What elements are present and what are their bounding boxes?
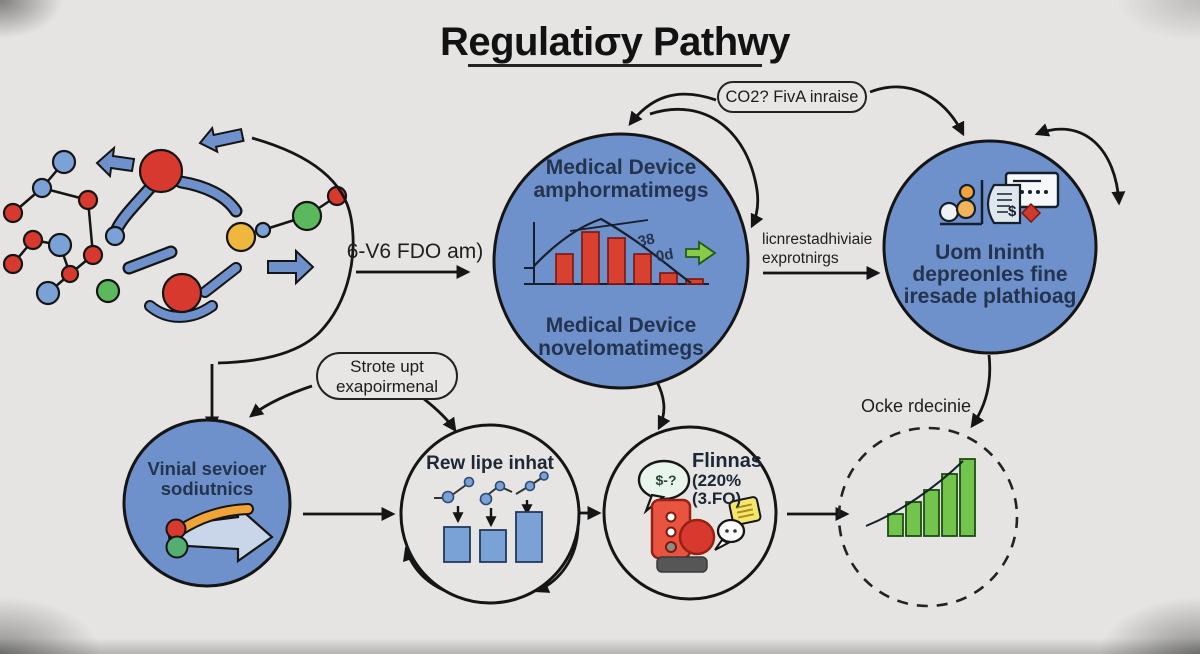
note-icon: [728, 496, 762, 526]
bar: [941, 473, 958, 537]
mini-molecule-glyphs: [434, 471, 549, 506]
invoice-doc-icon: $: [986, 183, 1022, 225]
chart-annotation-38: 38: [636, 230, 657, 251]
bar: [887, 513, 904, 537]
bar: [443, 526, 471, 563]
bar: [555, 253, 574, 285]
bar: [923, 489, 940, 537]
arrow-co2-to-right: [869, 85, 965, 137]
vinial-line2: sodiutnics: [160, 478, 254, 499]
licn-label: licnrestadhiviaie exprotnirgs: [762, 230, 872, 268]
bar: [581, 231, 600, 285]
co2-callout: CO2? FivA inraise: [717, 81, 867, 113]
bar: [479, 529, 507, 563]
center-node-title-top: Medical Device amphormatimegs: [496, 156, 746, 202]
ocke-trend-line: [865, 460, 964, 527]
down-arrows: [452, 500, 533, 528]
green-arrow-icon: [685, 240, 717, 266]
right-line3: iresade plathioag: [903, 285, 1077, 308]
arrow-right-to-ocke: [970, 354, 992, 429]
center-top-line2: amphormatimegs: [533, 179, 709, 202]
arrow-strote-to-vinial: [249, 384, 313, 418]
chat-bubble-icon: [714, 518, 746, 551]
ocke-chart-bars: [887, 458, 976, 537]
licn-line2: exprotnirgs: [762, 250, 839, 267]
bar: [659, 272, 678, 285]
vinial-line1: Vinial sevioer: [147, 458, 267, 479]
co2-callout-label: CO2? FivA inraise: [725, 88, 859, 106]
arc-molecule-to-bottom: [217, 136, 355, 365]
title-underline: [468, 64, 762, 67]
vinial-circle: [122, 418, 292, 588]
flinnas-line1: Flinnas: [692, 450, 763, 472]
bubble-glyphs: $-?: [655, 472, 677, 488]
block-arrow-right-icon: [267, 248, 315, 286]
page-title: Regulatiσy Pathwy: [439, 20, 791, 64]
right-line1: Uom Ininth: [935, 241, 1045, 264]
vinial-node: [122, 418, 292, 588]
people-icon: [938, 180, 984, 226]
flinnas-label: Flinnas (220% (3.FO): [692, 451, 762, 508]
strote-callout: Strote upt exapoirmenal: [316, 352, 458, 400]
chart-annotation-0d: 0d: [654, 245, 675, 266]
right-node-title: Uom Ininth depreonles fine iresade plath…: [878, 242, 1102, 308]
arrow-co2-to-center: [628, 92, 717, 126]
dollar-glyph: $: [1008, 203, 1017, 220]
molecule-nodes: [2, 148, 348, 314]
arc-around-center: [649, 108, 764, 229]
bar: [607, 237, 626, 285]
right-line2: depreonles fine: [912, 263, 1068, 286]
bar: [959, 458, 976, 537]
center-node-chart: [524, 217, 717, 285]
green-dot-icon: [165, 535, 189, 559]
rew-chart-bars: [443, 511, 543, 563]
block-arrow-upleft-icon: [95, 145, 136, 179]
center-chart-bars: [555, 231, 704, 285]
ocke-dashed-circle: [837, 426, 1019, 608]
arrow-center-to-flinnas: [653, 377, 671, 431]
molecule-edges: [12, 161, 95, 294]
bar: [685, 278, 704, 285]
flinnas-line2: (220%: [692, 471, 742, 490]
right-node: $: [882, 139, 1098, 355]
blue-bands: [110, 175, 243, 323]
block-arrow-left-icon: [198, 125, 245, 154]
fdo-arrow-label: 6-V6 FDO am): [346, 240, 484, 263]
molecule-cluster: [2, 125, 348, 323]
vinial-label: Vinial sevioer sodiutnics: [124, 459, 290, 499]
rew-label: Rew lipe inhat: [426, 453, 554, 474]
bar: [905, 501, 922, 537]
licn-line1: licnrestadhiviaie: [762, 231, 873, 248]
bar: [633, 253, 652, 285]
arc-around-right: [1034, 123, 1126, 206]
rew-node: [399, 423, 581, 605]
ocke-node: [837, 426, 1019, 608]
flinnas-line3: (3.FO): [692, 489, 742, 508]
bar: [515, 511, 543, 563]
center-node-title-bottom: Medical Device novelomatimegs: [496, 314, 746, 360]
center-node: [492, 132, 750, 390]
machine-icon: [650, 498, 716, 573]
ocke-label: Ocke rdecinie: [860, 396, 972, 416]
center-bottom-line2: novelomatimegs: [538, 337, 704, 360]
strote-line2: exapoirmenal: [335, 377, 439, 396]
center-bottom-line1: Medical Device: [545, 314, 697, 337]
arrow-strote-to-rew: [423, 397, 457, 433]
strote-line1: Strote upt: [350, 357, 424, 376]
center-top-line1: Medical Device: [545, 156, 697, 179]
flinnas-node: [602, 425, 778, 601]
